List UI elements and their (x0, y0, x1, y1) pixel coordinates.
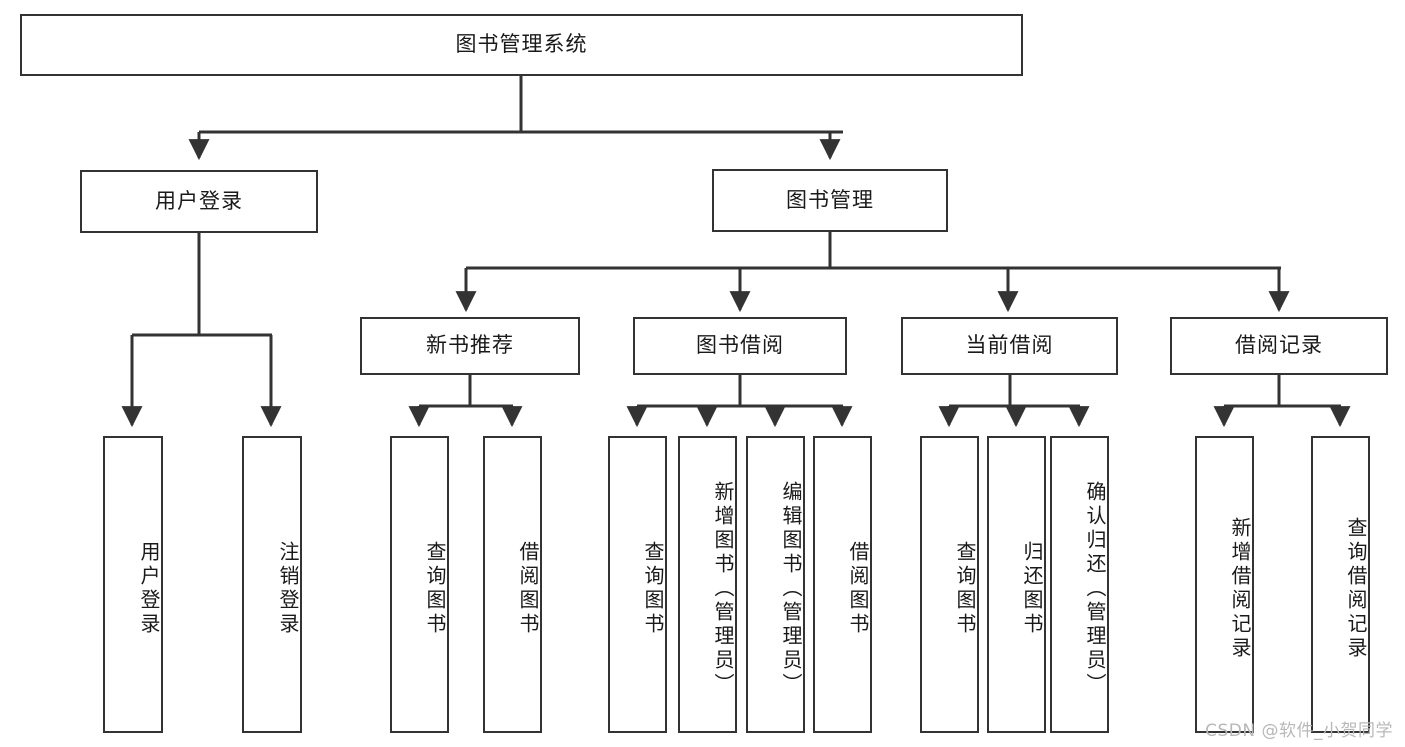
leaf-book-borrow-borrow[interactable]: 借阅图书 (813, 436, 872, 733)
leaf-borrow-record-query[interactable]: 查询借阅记录 (1311, 436, 1370, 733)
node-book-borrow[interactable]: 图书借阅 (633, 317, 847, 375)
leaf-user-login-login[interactable]: 用户登录 (103, 436, 163, 733)
watermark-text: CSDN @软件_小贺同学 (1205, 721, 1393, 741)
leaf-current-borrow-return[interactable]: 归还图书 (987, 436, 1046, 733)
leaf-book-borrow-add[interactable]: 新增图书（管理员） (678, 436, 737, 733)
node-root-system[interactable]: 图书管理系统 (20, 14, 1023, 76)
leaf-user-login-logout[interactable]: 注销登录 (242, 436, 302, 733)
leaf-new-book-borrow[interactable]: 借阅图书 (483, 436, 542, 733)
leaf-current-borrow-confirm[interactable]: 确认归还（管理员） (1050, 436, 1109, 733)
leaf-current-borrow-query[interactable]: 查询图书 (920, 436, 979, 733)
leaf-borrow-record-add[interactable]: 新增借阅记录 (1195, 436, 1254, 733)
node-book-management[interactable]: 图书管理 (712, 169, 948, 232)
node-current-borrow[interactable]: 当前借阅 (901, 317, 1118, 375)
leaf-book-borrow-query[interactable]: 查询图书 (608, 436, 667, 733)
leaf-book-borrow-edit[interactable]: 编辑图书（管理员） (746, 436, 805, 733)
leaf-new-book-query[interactable]: 查询图书 (390, 436, 449, 733)
node-borrow-record[interactable]: 借阅记录 (1170, 317, 1388, 375)
node-user-login[interactable]: 用户登录 (80, 170, 318, 233)
node-new-book-recommend[interactable]: 新书推荐 (360, 317, 580, 375)
